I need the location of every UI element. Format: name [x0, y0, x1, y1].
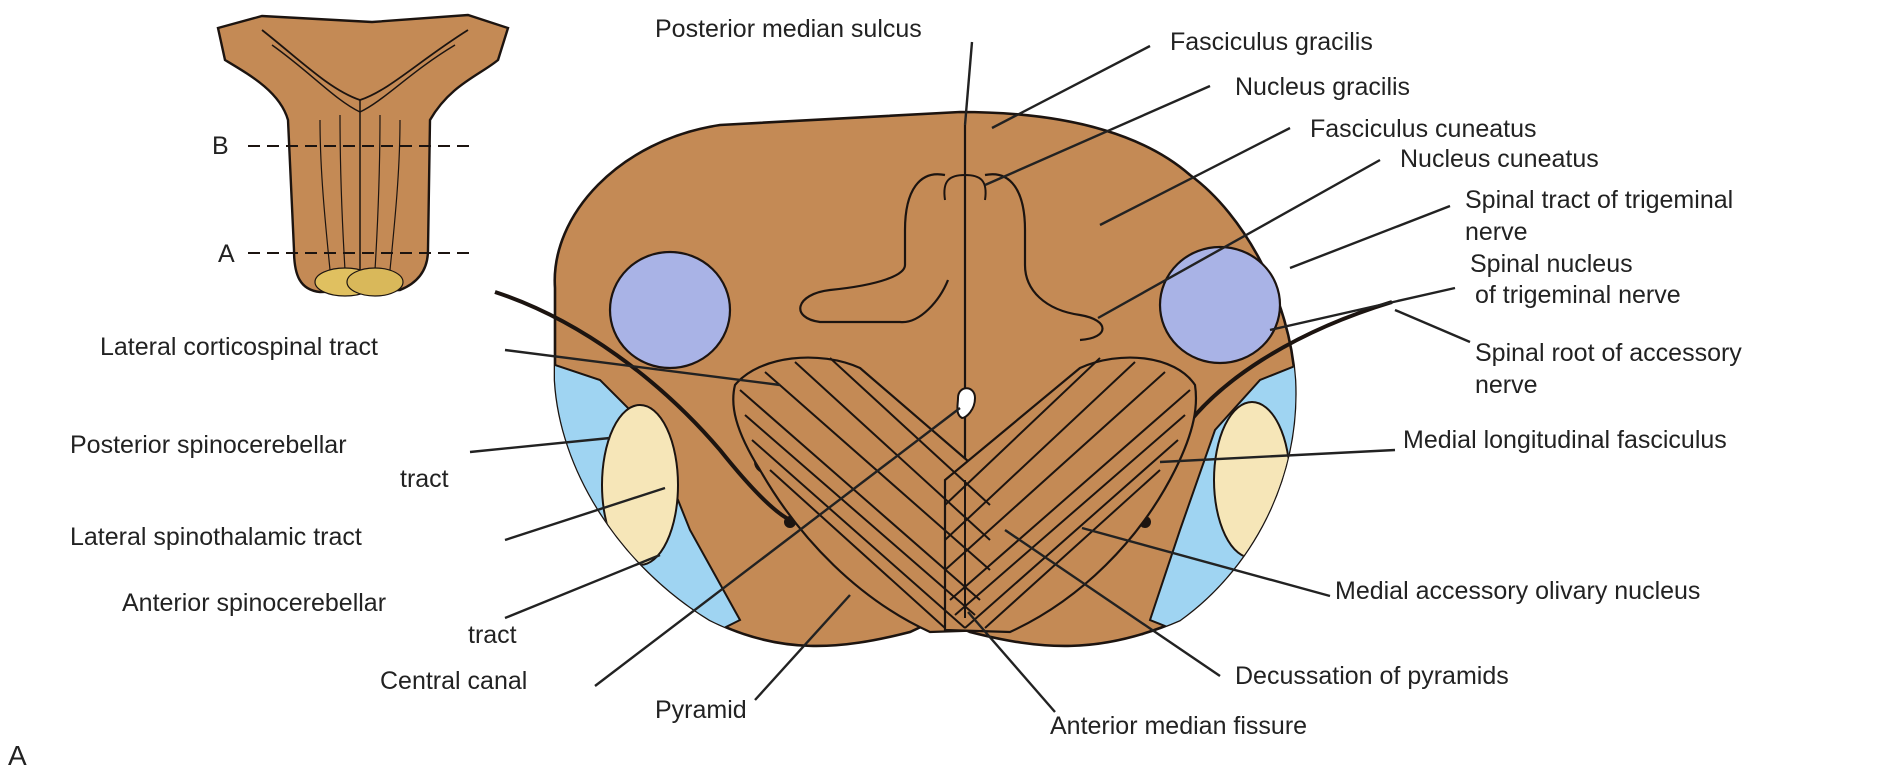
label-spinal-root-accessory-line1: Spinal root of accessory — [1475, 339, 1742, 367]
label-anterior-spinocerebellar-line2: tract — [468, 621, 517, 649]
label-nucleus-gracilis: Nucleus gracilis — [1235, 73, 1410, 101]
brainstem-inset-outline — [218, 15, 508, 292]
label-lateral-corticospinal: Lateral corticospinal tract — [100, 333, 378, 361]
brainstem-inset: B A — [212, 15, 508, 296]
left-spinal-trigeminal-nucleus — [610, 252, 730, 368]
label-medial-accessory-olivary-nucleus: Medial accessory olivary nucleus — [1335, 577, 1700, 605]
label-decussation-of-pyramids: Decussation of pyramids — [1235, 662, 1509, 690]
label-spinal-tract-trigeminal-line1: Spinal tract of trigeminal — [1465, 186, 1733, 214]
label-posterior-spinocerebellar-line1: Posterior spinocerebellar — [70, 431, 347, 459]
label-spinal-nucleus-trigeminal-line2: of trigeminal nerve — [1475, 281, 1681, 309]
label-fasciculus-gracilis: Fasciculus gracilis — [1170, 28, 1373, 56]
label-spinal-nucleus-trigeminal-line1: Spinal nucleus — [1470, 250, 1633, 278]
left-lateral-spinothalamic — [602, 405, 678, 565]
medulla-section — [495, 112, 1392, 646]
label-anterior-median-fissure: Anterior median fissure — [1050, 712, 1307, 740]
label-medial-longitudinal-fasciculus: Medial longitudinal fasciculus — [1403, 426, 1727, 454]
right-spinal-trigeminal-nucleus — [1160, 247, 1280, 363]
label-posterior-median-sulcus: Posterior median sulcus — [655, 15, 922, 43]
label-posterior-spinocerebellar-line2: tract — [400, 465, 449, 493]
label-spinal-tract-trigeminal-line2: nerve — [1465, 218, 1528, 246]
label-anterior-spinocerebellar-line1: Anterior spinocerebellar — [122, 589, 386, 617]
label-lateral-spinothalamic: Lateral spinothalamic tract — [70, 523, 362, 551]
label-central-canal: Central canal — [380, 667, 527, 695]
label-spinal-root-accessory-line2: nerve — [1475, 371, 1538, 399]
label-nucleus-cuneatus: Nucleus cuneatus — [1400, 145, 1599, 173]
section-a-label: A — [218, 240, 235, 268]
panel-letter: A — [8, 740, 27, 771]
label-pyramid: Pyramid — [655, 696, 747, 724]
section-b-label: B — [212, 132, 229, 160]
label-fasciculus-cuneatus: Fasciculus cuneatus — [1310, 115, 1537, 143]
right-lateral-spinothalamic — [1214, 402, 1290, 558]
